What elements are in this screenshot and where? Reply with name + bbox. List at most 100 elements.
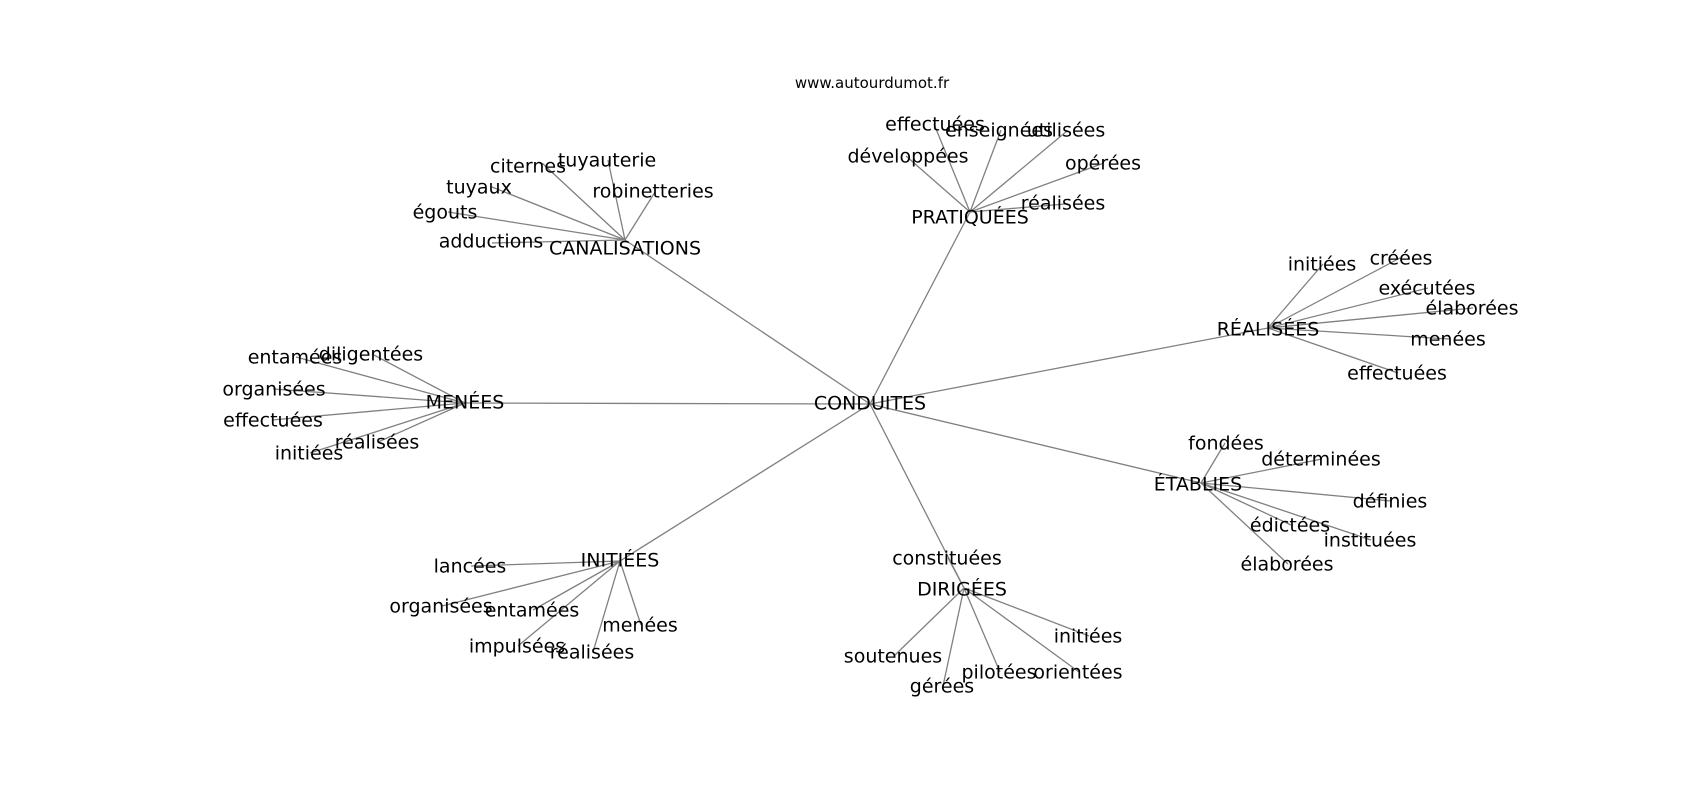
edge-canalisations-leaf-2 [624,191,656,241]
leaf-node-canalisations-1: citernes [490,156,566,178]
leaf-node-canalisations-0: tuyauterie [558,150,656,172]
hub-node-realisees: RÉALISÉES [1217,318,1320,341]
edge-canalisations-leaf-3 [491,186,626,241]
leaf-node-initiees-4: impulsées [469,636,565,658]
leaf-node-realisees-3: élaborées [1426,298,1519,320]
edge-etablies-leaf-3 [1200,482,1292,526]
leaf-node-pratiquees-2: utilisées [1027,120,1106,142]
edge-root-dirigees [869,403,965,589]
edge-initiees-leaf-4 [517,560,621,647]
edge-pratiquees-leaf-1 [969,129,1002,213]
edge-etablies-leaf-1 [1200,458,1323,484]
edge-etablies-leaf-2 [1200,482,1392,502]
source-watermark: www.autourdumot.fr [795,74,950,92]
leaf-node-dirigees-1: initiées [1054,626,1123,648]
leaf-node-initiees-0: lancées [434,556,507,578]
edge-root-canalisations [624,239,871,405]
leaf-node-menees-2: organisées [222,379,325,401]
leaf-node-realisees-5: effectuées [1347,363,1447,385]
leaf-node-menees-1: entamées [248,347,343,369]
leaf-node-menees-4: réalisées [335,432,419,454]
leaf-node-realisees-0: initiées [1288,254,1357,276]
leaf-node-dirigees-5: gérées [910,676,974,698]
edge-realisees-leaf-2 [1267,287,1429,329]
edge-canalisations-leaf-0 [607,159,626,241]
leaf-node-pratiquees-3: développées [848,146,969,168]
leaf-node-canalisations-4: égouts [413,202,478,224]
leaf-node-etablies-5: élaborées [1241,554,1334,576]
leaf-node-dirigees-3: pilotées [962,662,1037,684]
edge-etablies-leaf-4 [1200,482,1372,541]
hub-node-dirigees: DIRIGÉES [917,578,1007,601]
edges-layer [271,123,1474,687]
edge-initiees-leaf-2 [532,560,621,611]
edge-dirigees-leaf-2 [893,587,965,657]
edge-realisees-leaf-5 [1267,327,1399,374]
leaf-node-etablies-2: définies [1353,491,1428,513]
edge-menees-leaf-4 [377,402,466,443]
leaf-node-menees-3: effectuées [223,410,323,432]
edge-pratiquees-leaf-4 [969,162,1105,213]
edge-dirigees-leaf-0 [947,557,965,589]
leaf-node-pratiquees-5: réalisées [1021,193,1105,215]
edge-root-menees [464,402,871,405]
edge-canalisations-leaf-1 [541,162,626,241]
hub-node-etablies: ÉTABLIES [1154,473,1242,496]
leaf-node-initiees-5: réalisées [550,642,634,664]
edge-etablies-leaf-5 [1200,482,1289,565]
edge-menees-leaf-1 [295,356,466,404]
leaf-node-etablies-1: déterminées [1261,449,1380,471]
edge-menees-leaf-2 [272,388,466,404]
leaf-node-realisees-2: exécutées [1379,278,1476,300]
edge-initiees-leaf-3 [619,560,642,626]
leaf-node-pratiquees-1: enseignées [945,120,1053,142]
edge-realisees-leaf-1 [1267,257,1401,329]
leaf-node-initiees-3: menées [602,615,678,637]
edge-pratiquees-leaf-2 [969,130,1068,213]
edge-etablies-leaf-0 [1200,442,1226,484]
edge-initiees-leaf-5 [592,560,621,653]
edge-dirigees-leaf-1 [963,587,1090,637]
edge-menees-leaf-3 [271,402,466,421]
leaf-node-initiees-1: organisées [389,596,492,618]
leaf-node-etablies-4: instituées [1324,530,1417,552]
leaf-node-menees-0: diligentées [319,344,423,366]
edge-dirigees-leaf-4 [963,587,1080,673]
edge-realisees-leaf-4 [1267,327,1450,340]
hub-node-initiees: INITIÉES [581,549,660,572]
edge-root-initiees [619,403,871,562]
leaf-node-dirigees-4: orientées [1033,662,1122,684]
leaf-node-realisees-4: menées [1410,329,1486,351]
edge-menees-leaf-5 [309,402,466,454]
leaf-node-etablies-3: édictées [1250,515,1330,537]
leaf-node-canalisations-5: adductions [439,231,544,253]
leaf-node-realisees-1: créées [1370,248,1433,270]
leaf-node-pratiquees-4: opérées [1065,153,1141,175]
edge-root-realisees [869,327,1269,405]
leaf-node-initiees-2: entamées [485,600,580,622]
edge-pratiquees-leaf-3 [905,155,971,213]
hub-node-pratiquees: PRATIQUÉES [911,206,1029,229]
edge-menees-leaf-0 [371,353,466,404]
leaf-node-menees-5: initiées [275,443,344,465]
hub-node-canalisations: CANALISATIONS [549,238,701,260]
hub-node-menees: MENÉES [426,391,505,414]
edge-dirigees-leaf-5 [942,587,965,687]
edge-root-pratiquees [869,211,971,405]
leaf-node-etablies-0: fondées [1188,433,1264,455]
edge-initiees-leaf-1 [441,560,621,607]
root-node: CONDUITES [814,393,926,415]
leaf-node-dirigees-2: soutenues [844,646,942,668]
edge-dirigees-leaf-3 [963,587,1001,673]
leaf-node-canalisations-2: robinetteries [592,181,713,203]
edge-pratiquees-leaf-0 [933,123,971,213]
leaf-node-canalisations-3: tuyaux [446,177,512,199]
leaf-node-pratiquees-0: effectuées [885,114,985,136]
edge-root-etablies [869,403,1202,484]
edge-canalisations-leaf-4 [447,211,626,241]
edge-canalisations-leaf-5 [491,239,626,244]
edge-initiees-leaf-0 [470,560,621,567]
